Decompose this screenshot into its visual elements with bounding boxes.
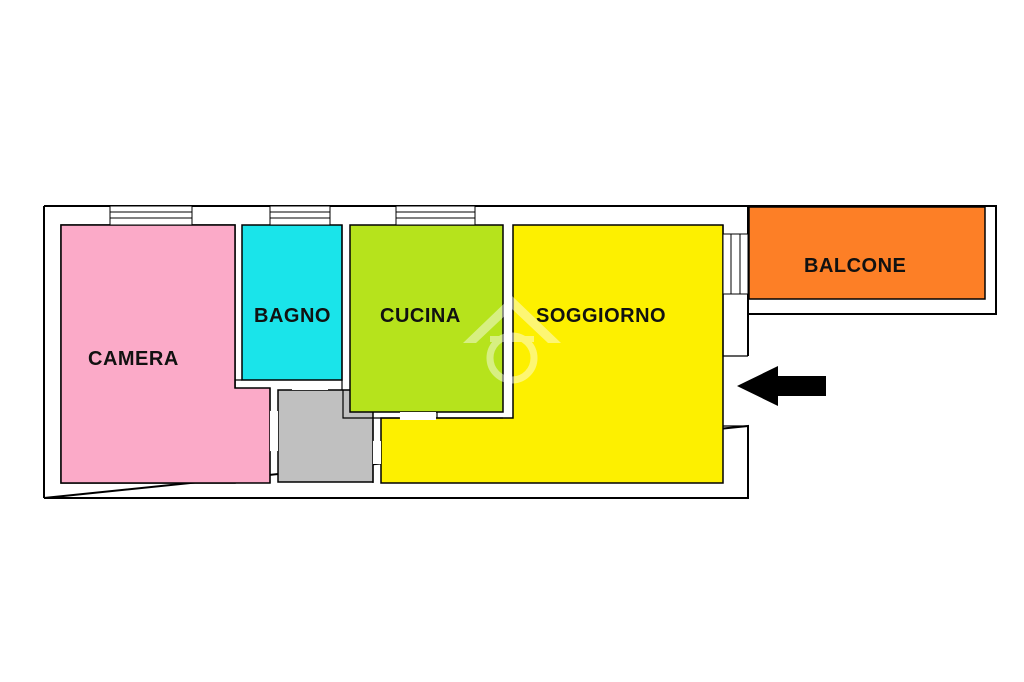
room-label-balcone: BALCONE [804,255,906,277]
window-bagno [269,205,331,226]
left-arrow-icon [737,366,826,406]
room-label-cucina: CUCINA [380,305,461,327]
window-camera [109,205,193,226]
room-label-soggiorno: SOGGIORNO [536,305,666,327]
room-label-camera: CAMERA [88,348,179,370]
door-openings [270,381,436,464]
balcony-walls [748,205,997,315]
windows [109,205,749,295]
window-cucina [395,205,476,226]
house-logo-icon [463,296,561,384]
interior-walls [234,225,748,483]
room-cucina [349,224,504,413]
room-balcone [748,206,986,300]
room-label-bagno: BAGNO [254,305,331,327]
window-balcone-door [722,233,749,295]
room-bagno [241,224,343,381]
